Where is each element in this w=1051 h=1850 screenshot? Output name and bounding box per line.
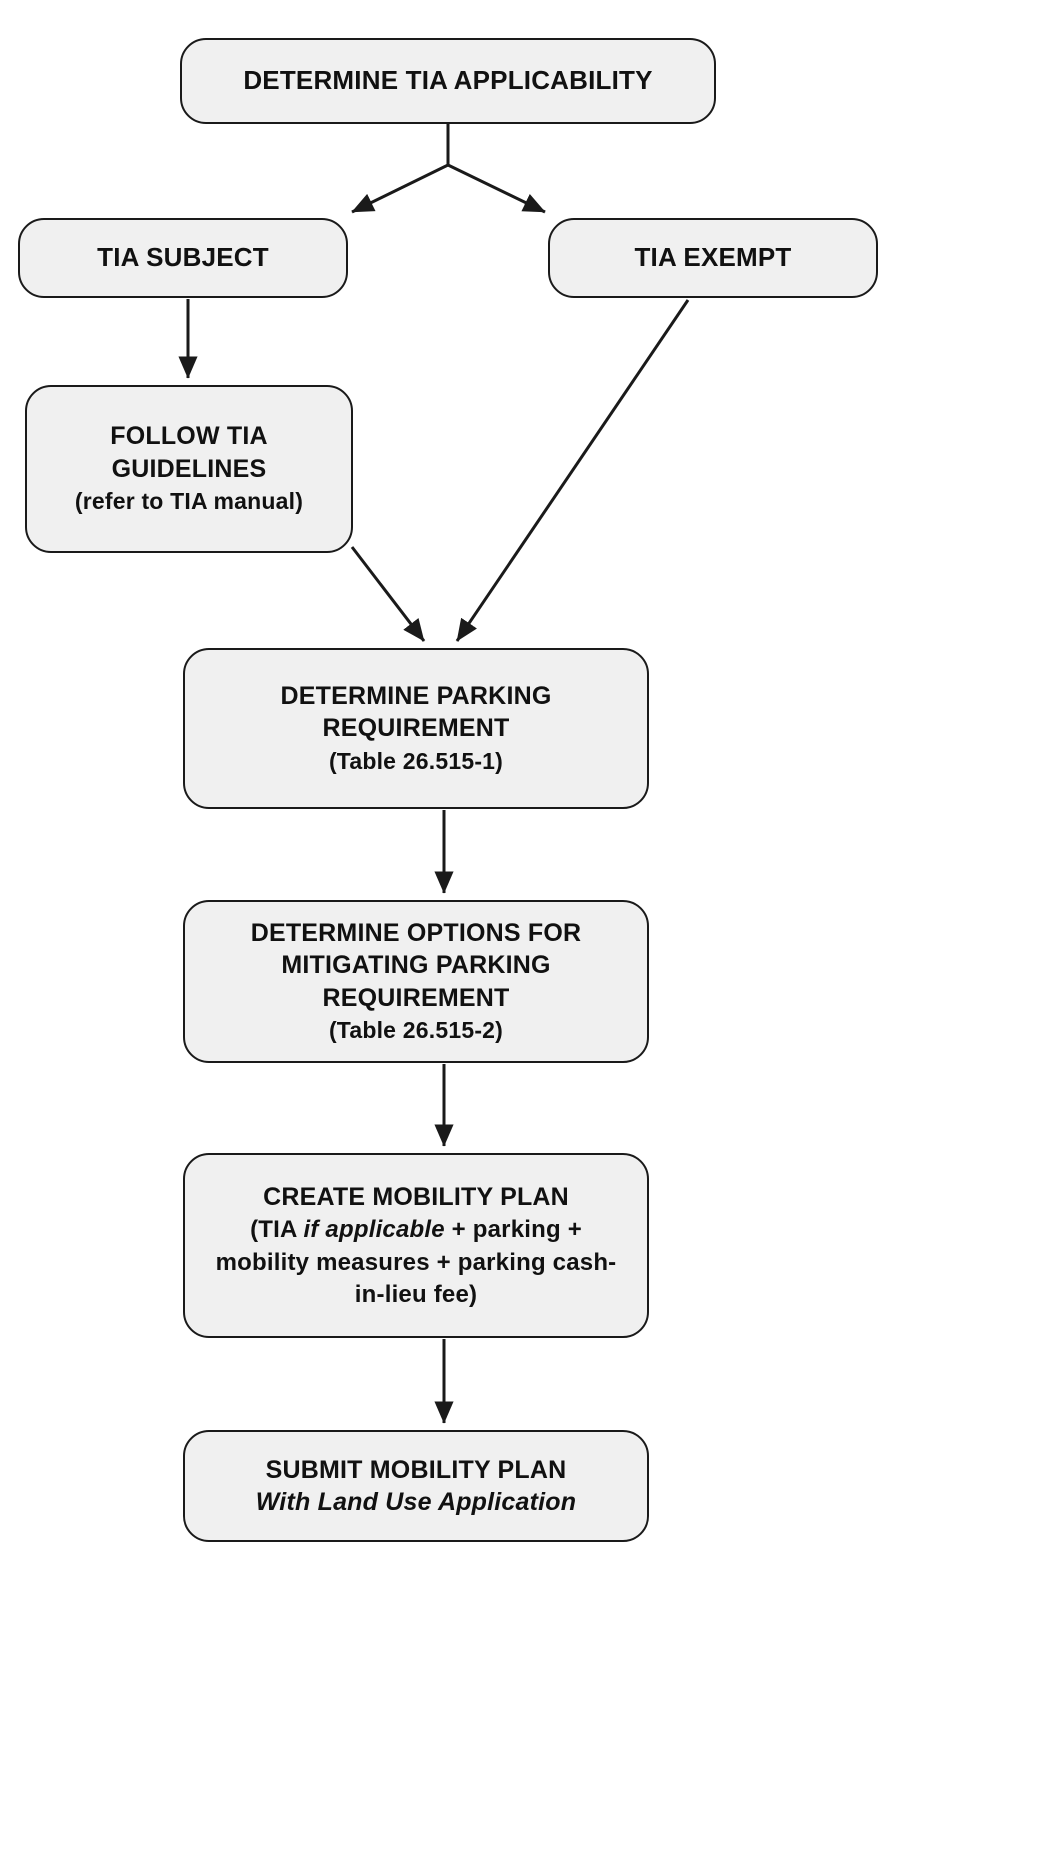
node-submit-mobility-plan[interactable]: SUBMIT MOBILITY PLAN With Land Use Appli… — [183, 1430, 649, 1542]
node-label: CREATE MOBILITY PLAN (TIA if applicable … — [185, 1181, 647, 1311]
node-follow-tia-guidelines[interactable]: FOLLOW TIA GUIDELINES (refer to TIA manu… — [25, 385, 353, 553]
node-line: REQUIREMENT — [322, 714, 510, 743]
node-tia-subject[interactable]: TIA SUBJECT — [18, 218, 348, 298]
node-line: in-lieu fee) — [354, 1281, 478, 1308]
node-line: SUBMIT MOBILITY PLAN — [265, 1455, 567, 1484]
node-line-subtitle: With Land Use Application — [255, 1488, 577, 1516]
node-label: DETERMINE PARKING REQUIREMENT (Table 26.… — [185, 680, 647, 778]
node-label: DETERMINE TIA APPLICABILITY — [182, 64, 714, 98]
node-label: TIA SUBJECT — [20, 241, 346, 275]
node-line: REQUIREMENT — [322, 983, 510, 1012]
node-label: FOLLOW TIA GUIDELINES (refer to TIA manu… — [27, 420, 351, 518]
node-line-part: (TIA — [250, 1216, 304, 1243]
node-create-mobility-plan[interactable]: CREATE MOBILITY PLAN (TIA if applicable … — [183, 1153, 649, 1338]
edge-guidelines-to-parking — [350, 546, 426, 642]
node-tia-exempt[interactable]: TIA EXEMPT — [548, 218, 878, 298]
node-line: CREATE MOBILITY PLAN — [263, 1182, 569, 1211]
node-line: GUIDELINES — [111, 454, 267, 483]
node-line: mobility measures + parking cash- — [215, 1248, 617, 1276]
node-determine-parking-requirement[interactable]: DETERMINE PARKING REQUIREMENT (Table 26.… — [183, 648, 649, 809]
node-line: MITIGATING PARKING — [281, 951, 551, 979]
node-line: DETERMINE PARKING — [280, 681, 552, 710]
edge-applicability-to-subject — [351, 124, 450, 214]
edge-exempt-to-parking — [455, 299, 690, 642]
node-line: TIA SUBJECT — [97, 242, 269, 273]
node-line-emphasis: if applicable — [303, 1216, 445, 1243]
node-label: DETERMINE OPTIONS FOR MITIGATING PARKING… — [185, 917, 647, 1047]
node-line-table-reference: (Table 26.515-1) — [328, 747, 504, 774]
node-line: DETERMINE TIA APPLICABILITY — [243, 65, 653, 96]
node-determine-mitigation-options[interactable]: DETERMINE OPTIONS FOR MITIGATING PARKING… — [183, 900, 649, 1063]
node-label: TIA EXEMPT — [550, 241, 876, 275]
node-line: DETERMINE OPTIONS FOR — [250, 918, 582, 947]
node-line: (TIA if applicable + parking + — [250, 1216, 582, 1243]
node-line-part: + parking + — [444, 1216, 582, 1243]
node-line: FOLLOW TIA — [110, 422, 268, 451]
node-determine-tia-applicability[interactable]: DETERMINE TIA APPLICABILITY — [180, 38, 716, 124]
edge-applicability-to-exempt — [447, 163, 546, 214]
node-line-table-reference: (Table 26.515-2) — [328, 1017, 504, 1043]
node-label: SUBMIT MOBILITY PLAN With Land Use Appli… — [185, 1454, 647, 1519]
node-line: TIA EXEMPT — [634, 242, 792, 273]
node-line: (refer to TIA manual) — [74, 488, 304, 515]
